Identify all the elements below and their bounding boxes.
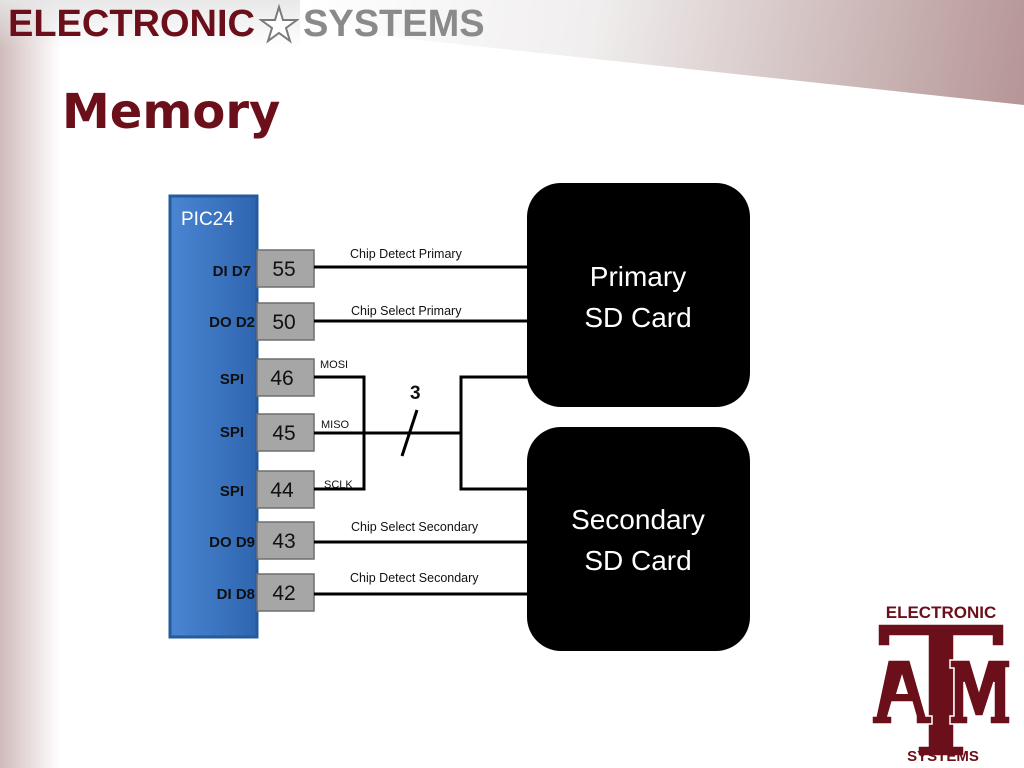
- pin-box-42: [256, 573, 315, 612]
- left-shade: [0, 0, 60, 768]
- atm-logo-top-text: ELECTRONIC: [886, 603, 997, 622]
- pin-box-50: [256, 302, 315, 341]
- pin-number-55: 55: [272, 258, 295, 281]
- pin-name-43: DO D9: [209, 534, 255, 551]
- wire-spi-split: [459, 375, 528, 491]
- pin-number-46: 46: [270, 367, 293, 390]
- pin-number-45: 45: [272, 422, 295, 445]
- header-brand-word-1: ELECTRONIC: [8, 2, 255, 45]
- bus-slash: [400, 409, 419, 457]
- atm-mark-icon: [871, 623, 1011, 757]
- slide-title: Memory: [62, 84, 281, 140]
- pin-name-55: DI D7: [213, 263, 251, 280]
- atm-logo-bottom-text: SYSTEMS: [907, 748, 979, 764]
- atm-a-counter: [896, 674, 908, 694]
- label-mosi: MOSI: [320, 359, 348, 371]
- header-brand-word-2: SYSTEMS: [303, 2, 485, 45]
- pin-box-44: [256, 470, 315, 509]
- label-chip-detect-primary: Chip Detect Primary: [350, 247, 463, 261]
- pic24-label: PIC24: [181, 209, 234, 230]
- label-sclk: SCLK: [324, 479, 353, 491]
- pin-name-46: SPI: [220, 371, 244, 388]
- primary-card-line2: SD Card: [584, 302, 691, 333]
- top-shade: [0, 0, 300, 48]
- secondary-sd-card: [527, 427, 750, 651]
- star-icon: [259, 4, 299, 44]
- pin-box-43: [256, 521, 315, 560]
- pin-number-44: 44: [270, 479, 294, 502]
- bus-width-label: 3: [410, 383, 421, 404]
- pin-name-44: SPI: [220, 483, 244, 500]
- pin-name-42: DI D8: [217, 586, 255, 603]
- label-chip-detect-secondary: Chip Detect Secondary: [350, 571, 479, 585]
- label-chip-select-secondary: Chip Select Secondary: [351, 520, 479, 534]
- pin-box-45: [256, 413, 315, 452]
- secondary-card-line2: SD Card: [584, 545, 691, 576]
- header-logo: ELECTRONIC SYSTEMS: [8, 2, 485, 46]
- pin-number-43: 43: [272, 530, 295, 553]
- primary-sd-card: [527, 183, 750, 407]
- label-miso: MISO: [321, 419, 350, 431]
- pin-name-45: SPI: [220, 424, 244, 441]
- pin-number-42: 42: [272, 582, 295, 605]
- pin-box-55: [256, 249, 315, 288]
- primary-card-line1: Primary: [590, 261, 686, 292]
- pin-number-50: 50: [272, 311, 295, 334]
- label-chip-select-primary: Chip Select Primary: [351, 304, 462, 318]
- pic24-block: [168, 194, 259, 639]
- atm-logo: ELECTRONIC SYSTEMS: [871, 603, 1011, 764]
- pin-name-50: DO D2: [209, 314, 255, 331]
- secondary-card-line1: Secondary: [571, 504, 705, 535]
